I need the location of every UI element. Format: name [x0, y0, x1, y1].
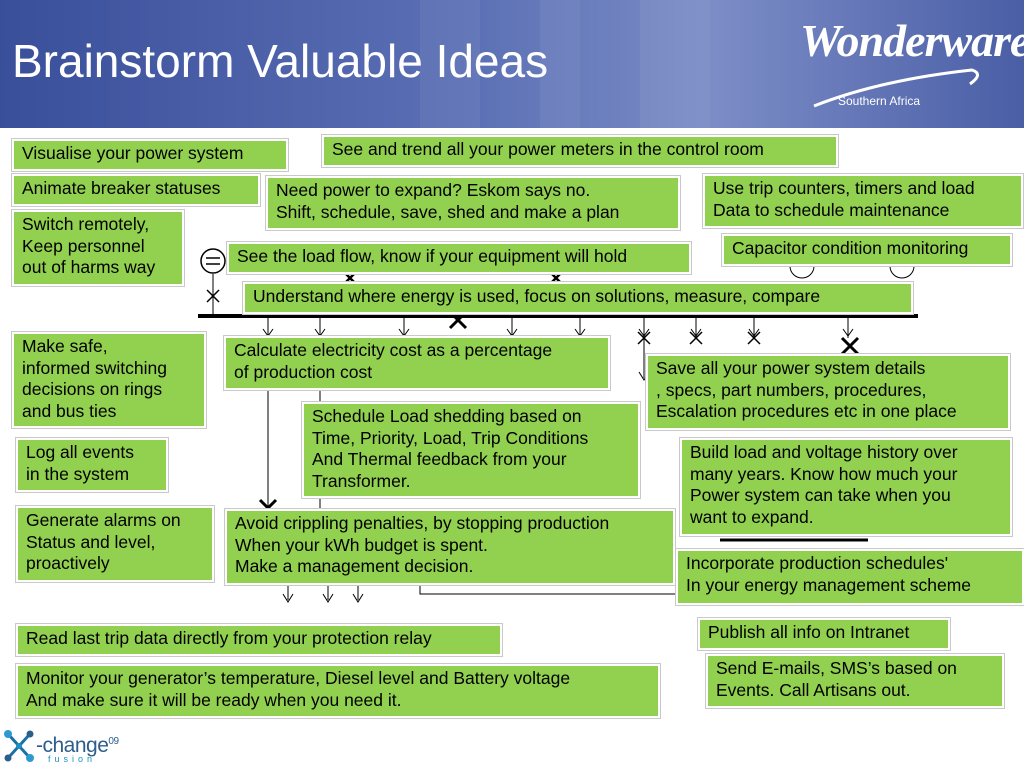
idea-history: Build load and voltage history over many…: [680, 438, 1012, 536]
idea-alarms: Generate alarms on Status and level, pro…: [16, 506, 214, 582]
idea-visualise: Visualise your power system: [12, 139, 288, 171]
capacitor-icon: [889, 265, 915, 279]
fusion-molecule-icon: [4, 730, 34, 762]
breaker-icon: [747, 331, 761, 345]
breaker-icon: [344, 272, 356, 284]
footer-logo-word: -change09: [36, 734, 119, 757]
idea-penalties: Avoid crippling penalties, by stopping p…: [225, 509, 675, 585]
idea-load-flow: See the load flow, know if your equipmen…: [227, 242, 691, 274]
page-title: Brainstorm Valuable Ideas: [12, 35, 549, 87]
brand-subtitle: Southern Africa: [838, 94, 921, 108]
idea-save-details: Save all your power system details , spe…: [646, 354, 1010, 430]
transformer-icon: [200, 248, 226, 274]
idea-intranet: Publish all info on Intranet: [698, 618, 950, 650]
idea-cost: Calculate electricity cost as a percenta…: [224, 336, 610, 390]
idea-emails: Send E-mails, SMS’s based on Events. Cal…: [706, 654, 1004, 708]
idea-trip-counters: Use trip counters, timers and load Data …: [703, 174, 1023, 228]
breaker-icon: [637, 331, 651, 345]
breaker-icon: [550, 272, 562, 284]
breaker-icon: [689, 331, 703, 345]
breaker-icon: [840, 336, 860, 356]
idea-log: Log all events in the system: [16, 438, 168, 492]
idea-energy: Understand where energy is used, focus o…: [243, 282, 913, 314]
idea-trend: See and trend all your power meters in t…: [322, 135, 838, 167]
idea-production: Incorporate production schedules' In you…: [676, 549, 1024, 605]
feeder-arrow-icon: [638, 328, 650, 337]
header-stripe: [540, 0, 580, 128]
feeder-arrow-icon: [842, 328, 854, 337]
idea-expand: Need power to expand? Eskom says no. Shi…: [266, 176, 680, 230]
outgoing-arrow-icon: [322, 593, 334, 603]
idea-generator: Monitor your generator’s temperature, Di…: [16, 664, 660, 718]
brand-swoosh-icon: [813, 68, 979, 108]
brand-name: Wonderware: [800, 15, 1024, 66]
breaker-icon: [206, 289, 220, 303]
idea-animate: Animate breaker statuses: [12, 174, 260, 206]
header-stripe: [420, 0, 480, 128]
feeder-arrow-icon: [748, 328, 760, 337]
header-banner: Brainstorm Valuable Ideas Wonderware Sou…: [0, 0, 1024, 128]
idea-schedule-shed: Schedule Load shedding based on Time, Pr…: [302, 402, 640, 498]
idea-trip-data: Read last trip data directly from your p…: [16, 624, 502, 656]
breaker-icon: [448, 310, 468, 330]
header-stripe: [640, 0, 710, 128]
outgoing-arrow-icon: [282, 593, 294, 603]
wonderware-logo: Wonderware Southern Africa: [800, 14, 1024, 114]
capacitor-icon: [789, 265, 815, 279]
feeder-arrow-icon: [690, 328, 702, 337]
change-fusion-logo: -change09 fusion: [2, 726, 192, 766]
idea-make-safe: Make safe, informed switching decisions …: [12, 332, 206, 428]
idea-switch: Switch remotely, Keep personnel out of h…: [12, 210, 184, 286]
outgoing-arrow-icon: [352, 593, 364, 603]
footer-logo-sub: fusion: [48, 754, 97, 764]
idea-capacitor: Capacitor condition monitoring: [722, 234, 1012, 266]
